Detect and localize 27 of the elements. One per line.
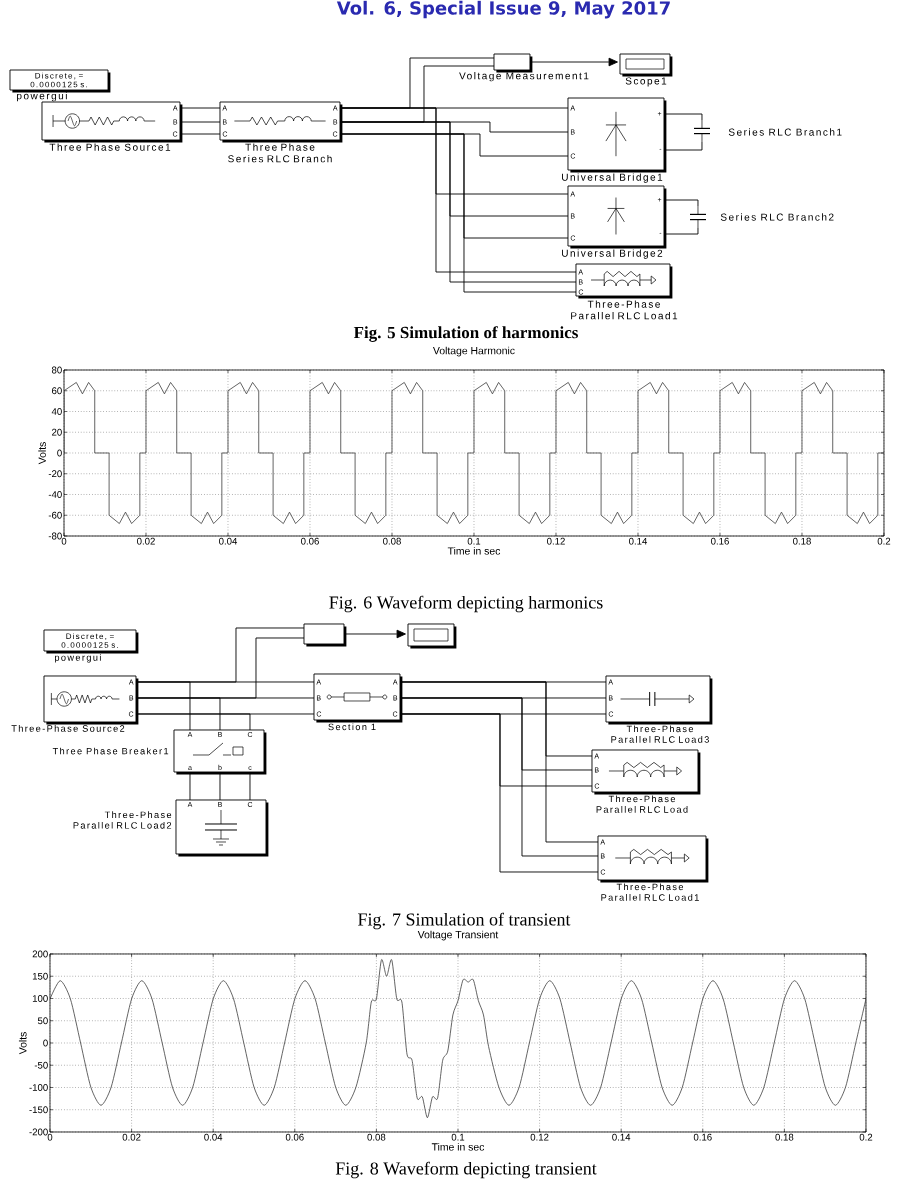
scope-block <box>407 623 457 649</box>
connection-line <box>399 713 599 873</box>
connection-line <box>179 133 221 135</box>
connection-line <box>179 107 221 109</box>
connection-line <box>399 681 599 843</box>
connection-line <box>135 697 221 731</box>
connection-line <box>135 713 251 731</box>
figure-caption: Fig. 6 Waveform depicting harmonics <box>329 595 603 613</box>
arrow <box>343 629 406 639</box>
line-series <box>64 382 884 524</box>
journal-header: Vol. 6, Special Issue 9, May 2017 <box>336 0 670 19</box>
connection-line <box>179 121 221 123</box>
connection-line <box>663 227 699 235</box>
connection-line <box>135 681 191 731</box>
figure-caption: Fig. 8 Waveform depicting transient <box>335 1161 597 1179</box>
connection-line <box>663 141 703 151</box>
measurement-block <box>303 623 347 647</box>
connection-line <box>663 113 703 121</box>
arrow <box>529 57 618 67</box>
connection-line <box>249 771 251 801</box>
connection-line <box>189 771 191 801</box>
connection-line <box>399 697 599 857</box>
connection-line <box>219 771 221 801</box>
line-series <box>50 959 866 1119</box>
figure-caption: Fig. 7 Simulation of transient <box>358 912 571 930</box>
connection-line <box>663 199 699 207</box>
figure-caption: Fig. 5 Simulation of harmonics <box>353 326 578 342</box>
